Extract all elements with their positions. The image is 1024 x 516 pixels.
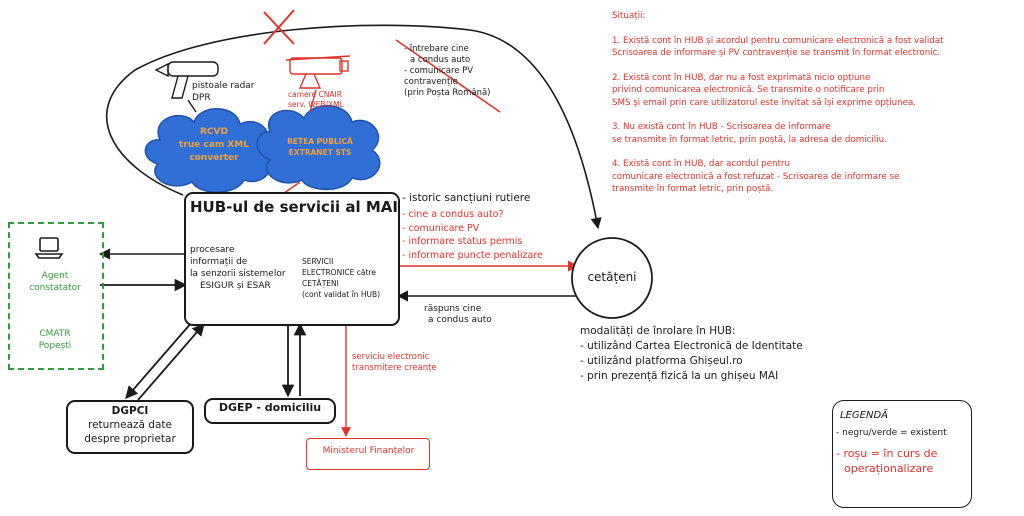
cmatr-label: CMATR Popești: [38, 329, 72, 351]
situatie-2: 2. Există cont în HUB, dar nu a fost exp…: [612, 72, 917, 108]
cloud-rcvd-label: RCVD true cam XML converter: [179, 127, 249, 163]
legenda-box: [832, 400, 972, 508]
cross-mark-icon: [263, 9, 295, 45]
hub-left-text: procesare informații de la senzorii sist…: [190, 245, 286, 291]
situatie-3: 3. Nu există cont în HUB - Scrisoarea de…: [612, 122, 887, 145]
service-puncte-penalizare: - informare puncte penalizare: [402, 249, 543, 261]
hub-right-text: SERVICII ELECTRONICE către CETĂȚENI (con…: [302, 257, 381, 299]
ministerul-box: [306, 438, 430, 470]
hub-title: HUB-ul de servicii al MAI: [190, 198, 398, 216]
modalitati-title: modalități de înrolare în HUB:: [580, 325, 736, 337]
camere-label: camere CNAIR serv. WEB/XML: [288, 90, 344, 109]
serviciu-electronic-text: serviciu electronic transmitere creanțe: [352, 352, 437, 373]
dgep-text: DGEP - domiciliu: [218, 401, 322, 414]
raspuns-text: răspuns cine a condus auto: [424, 304, 492, 325]
ministerul-text: Ministerul Finanțelor: [322, 446, 415, 456]
legenda-existent: - negru/verde = existent: [836, 428, 947, 438]
strike-top-flow: [395, 39, 501, 113]
service-cine-a-condus: - cine a condus auto?: [402, 209, 504, 220]
dgep-box: [204, 398, 336, 424]
situatie-4: 4. Există cont în HUB, dar acordul pentr…: [612, 159, 900, 194]
cetateni-node: [571, 237, 653, 319]
legenda-rosu: - roșu = în curs de operaționalizare: [836, 447, 938, 475]
agent-box: [8, 222, 104, 370]
cloud-retea: [256, 104, 381, 191]
hub-box: [184, 192, 400, 326]
laptop-icon: [34, 237, 64, 259]
traffic-camera-icon: [285, 55, 351, 89]
service-status-permis: - informare status permis: [402, 236, 523, 247]
cloud-retea-label: REȚEA PUBLICĂ EXTRANET STS: [287, 137, 353, 157]
postal-flow-arc: [105, 24, 602, 230]
agent-label: Agent constatator: [29, 271, 81, 293]
situatii-panel: Situații: 1. Există cont în HUB și acord…: [612, 10, 944, 196]
legenda-title: LEGENDĂ: [840, 410, 888, 421]
istoric-sanctiuni: - istoric sancțiuni rutiere: [402, 192, 531, 204]
top-flow-text: - întrebare cine a condus auto - comunic…: [404, 44, 491, 98]
modalitati-list: modalități de înrolare în HUB: - utilizâ…: [580, 325, 803, 382]
service-comunicare-pv: - comunicare PV: [402, 222, 480, 234]
situatii-title: Situații:: [612, 11, 646, 21]
cetateni-label: cetățeni: [587, 270, 637, 284]
situatie-1: 1. Există cont în HUB și acordul pentru …: [612, 35, 944, 59]
pistoale-label: pistoale radar DPR: [192, 81, 255, 103]
dgpci-box: [66, 400, 194, 454]
dgpci-text: DGPCI returnează date despre proprietar: [84, 405, 176, 445]
radar-gun-icon: [154, 61, 219, 99]
hub-services-list: - cine a condus auto? - comunicare PV - …: [402, 208, 543, 262]
